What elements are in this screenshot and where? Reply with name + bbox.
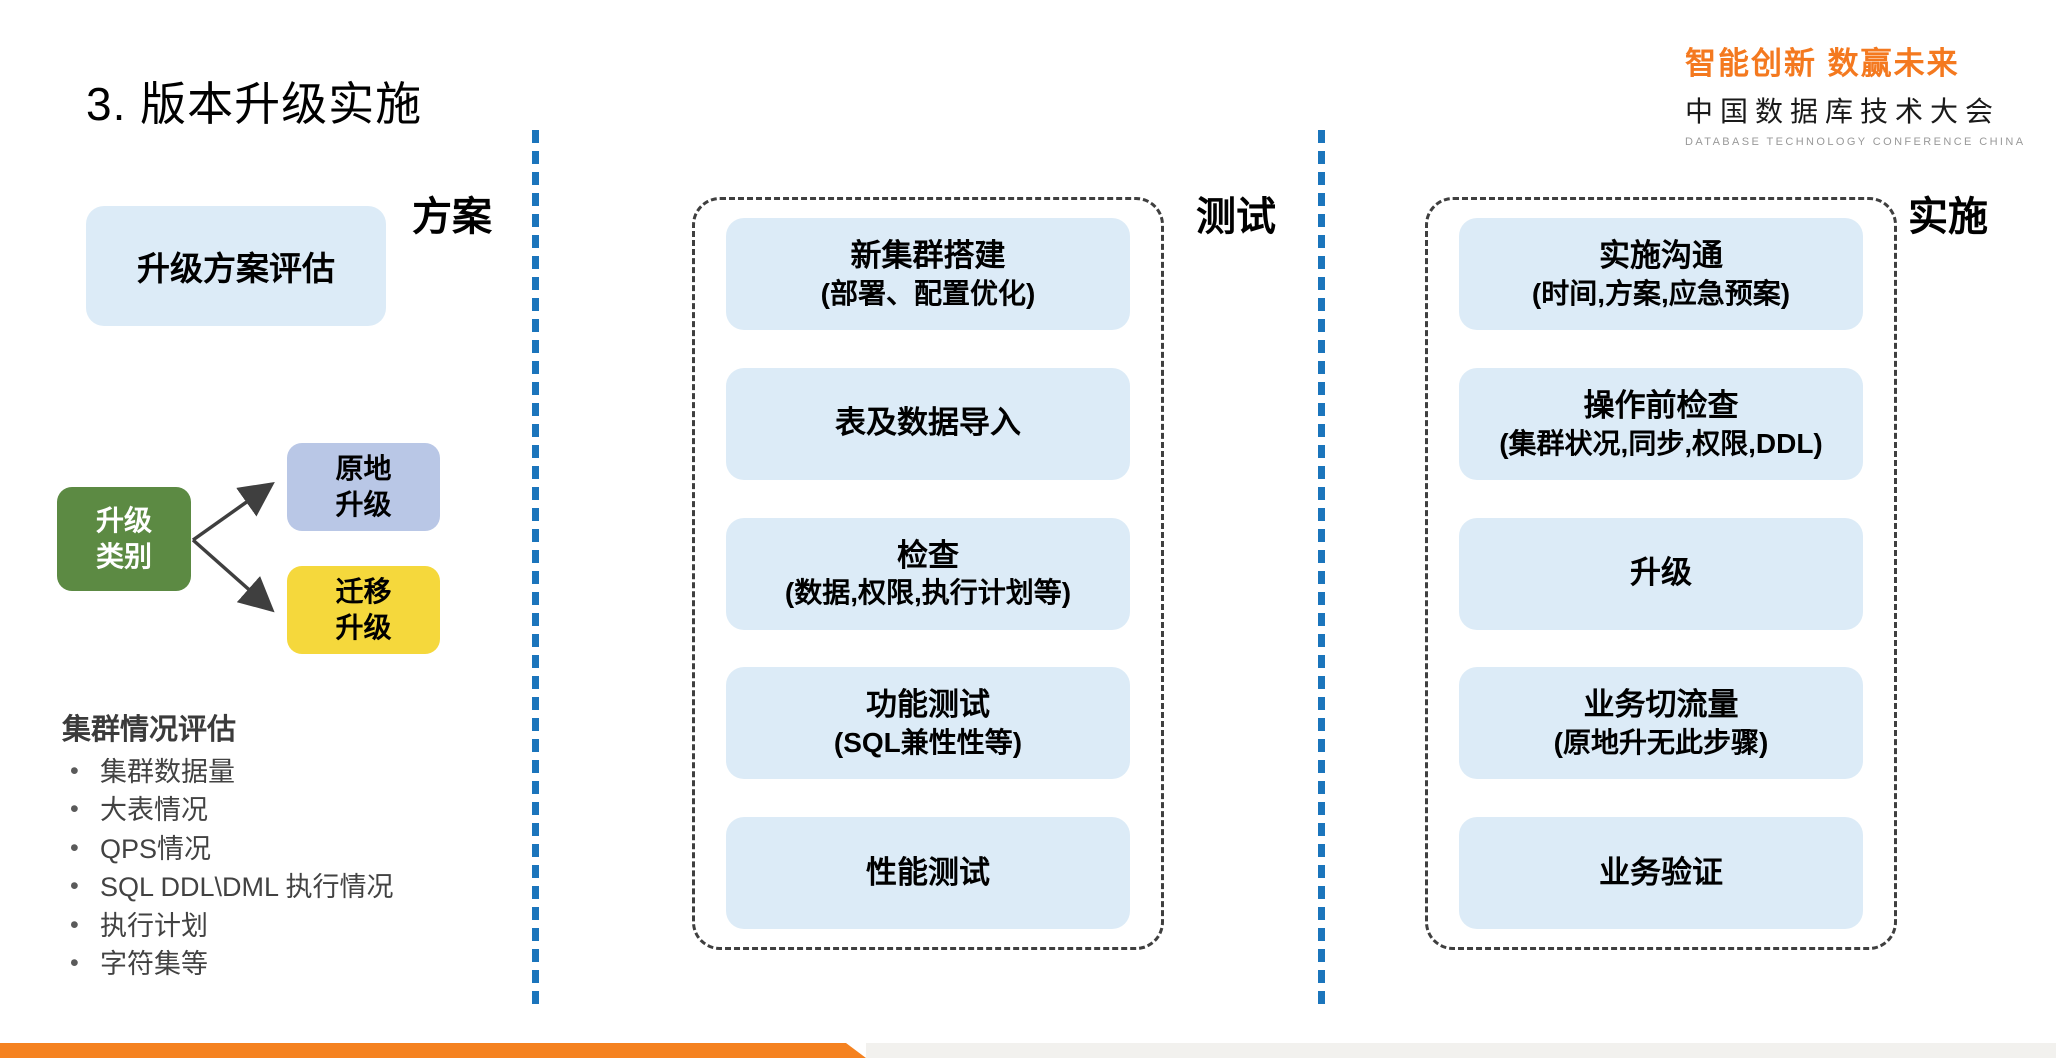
- step-title: 性能测试: [866, 854, 990, 890]
- list-item: 大表情况: [62, 794, 482, 826]
- step-title: 升级: [1630, 555, 1692, 591]
- migration-upgrade-box: 迁移 升级: [287, 566, 440, 654]
- implementation-column-label: 实施: [1908, 195, 1988, 239]
- implementation-steps-container: 实施沟通 (时间,方案,应急预案) 操作前检查 (集群状况,同步,权限,DDL)…: [1425, 197, 1897, 950]
- conference-logo: 智能创新 数赢未来 中国数据库技术大会 DATABASE TECHNOLOGY …: [1685, 38, 2025, 148]
- list-item: SQL DDL\DML 执行情况: [62, 871, 482, 903]
- impl-step-upgrade: 升级: [1459, 517, 1863, 630]
- step-title: 功能测试: [866, 687, 990, 723]
- migration-upgrade-line2: 升级: [335, 612, 392, 643]
- arrow-to-migration: [191, 538, 275, 613]
- logo-subtitle: DATABASE TECHNOLOGY CONFERENCE CHINA: [1685, 136, 2026, 148]
- step-subtitle: (时间,方案,应急预案): [1531, 277, 1791, 309]
- test-step-new-cluster: 新集群搭建 (部署、配置优化): [726, 218, 1130, 330]
- impl-step-business-verify: 业务验证: [1459, 817, 1863, 929]
- step-title: 操作前检查: [1583, 387, 1739, 423]
- footer-accent-bar: [0, 1043, 866, 1058]
- test-column-label: 测试: [1196, 195, 1276, 239]
- column-divider: [1318, 130, 1325, 1012]
- column-divider: [532, 130, 539, 1012]
- migration-upgrade-line1: 迁移: [335, 575, 392, 607]
- impl-step-traffic-switch: 业务切流量 (原地升无此步骤): [1459, 667, 1863, 780]
- upgrade-plan-assessment-box: 升级方案评估: [86, 206, 386, 326]
- footer-gray-bar: [866, 1043, 2056, 1058]
- list-item: 执行计划: [62, 910, 482, 942]
- list-item: 集群数据量: [62, 756, 482, 788]
- upgrade-type-line2: 类别: [95, 541, 152, 572]
- step-title: 业务切流量: [1583, 687, 1739, 723]
- step-subtitle: (数据,权限,执行计划等): [784, 577, 1072, 609]
- list-item: QPS情况: [62, 833, 482, 865]
- logo-slogan: 智能创新 数赢未来: [1685, 46, 1960, 81]
- upgrade-type-box: 升级 类别: [57, 487, 191, 591]
- impl-step-precheck: 操作前检查 (集群状况,同步,权限,DDL): [1459, 367, 1863, 480]
- impl-step-communication: 实施沟通 (时间,方案,应急预案): [1459, 218, 1863, 330]
- cluster-assessment-list: 集群数据量 大表情况 QPS情况 SQL DDL\DML 执行情况 执行计划 字…: [62, 756, 482, 980]
- step-title: 表及数据导入: [835, 405, 1021, 441]
- test-step-data-import: 表及数据导入: [726, 367, 1130, 480]
- test-step-function-test: 功能测试 (SQL兼性性等): [726, 667, 1130, 780]
- inplace-upgrade-line2: 升级: [335, 489, 392, 520]
- logo-name: 中国数据库技术大会: [1685, 96, 2001, 127]
- slide-title: 3. 版本升级实施: [86, 78, 423, 130]
- cluster-assessment-section: 集群情况评估 集群数据量 大表情况 QPS情况 SQL DDL\DML 执行情况…: [62, 706, 482, 986]
- test-step-performance-test: 性能测试: [726, 817, 1130, 929]
- list-item: 字符集等: [62, 948, 482, 980]
- step-subtitle: (原地升无此步骤): [1553, 727, 1769, 759]
- step-subtitle: (SQL兼性性等): [833, 727, 1023, 759]
- inplace-upgrade-box: 原地 升级: [287, 443, 440, 531]
- cluster-assessment-heading: 集群情况评估: [62, 714, 237, 746]
- step-subtitle: (集群状况,同步,权限,DDL): [1499, 427, 1823, 459]
- step-title: 实施沟通: [1599, 238, 1723, 274]
- step-subtitle: (部署、配置优化): [820, 277, 1036, 309]
- test-steps-container: 新集群搭建 (部署、配置优化) 表及数据导入 检查 (数据,权限,执行计划等) …: [692, 197, 1164, 950]
- test-step-check: 检查 (数据,权限,执行计划等): [726, 517, 1130, 630]
- step-title: 新集群搭建: [850, 238, 1006, 274]
- step-title: 检查: [897, 537, 959, 573]
- inplace-upgrade-line1: 原地: [335, 452, 392, 484]
- arrow-to-inplace: [191, 481, 275, 542]
- step-title: 业务验证: [1599, 854, 1723, 890]
- upgrade-type-line1: 升级: [95, 504, 152, 536]
- plan-column-label: 方案: [412, 195, 492, 239]
